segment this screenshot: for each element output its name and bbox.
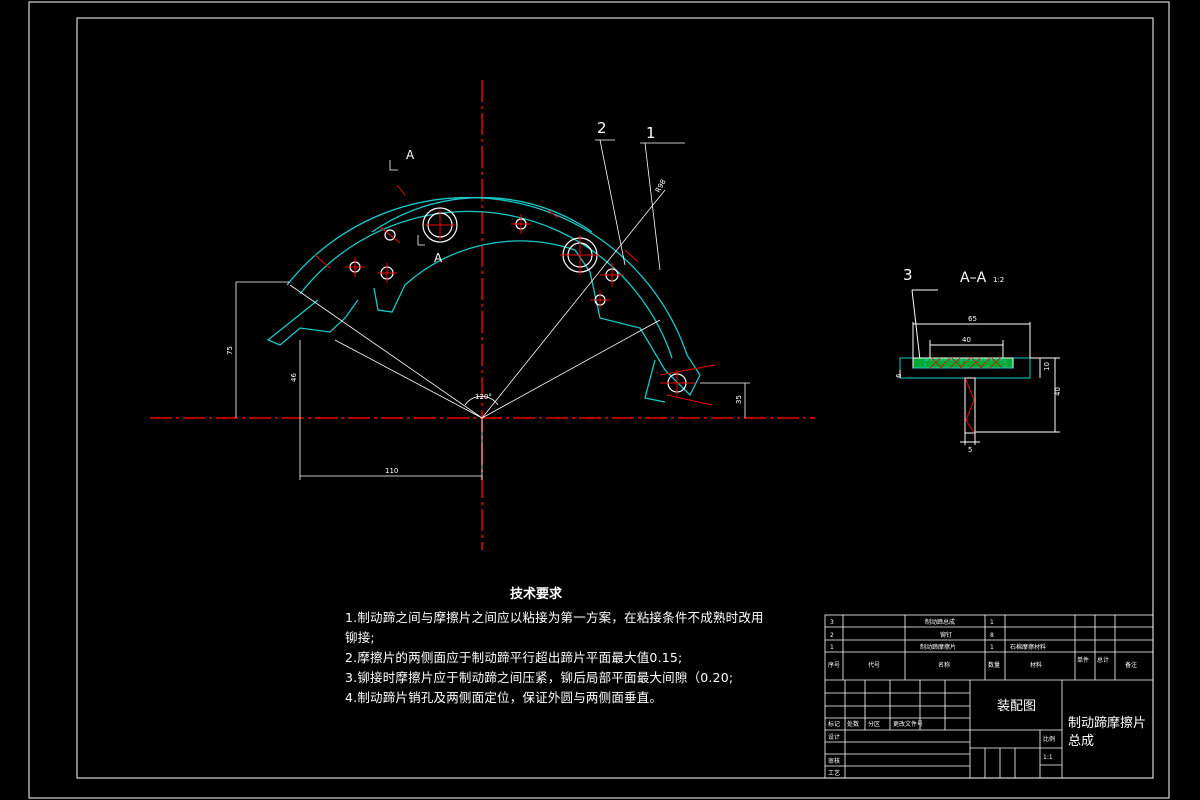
part-name-1: 制动蹄摩擦片 [1068, 715, 1146, 731]
hdr-code: 代号 [868, 661, 880, 669]
dim-angle: 120° [475, 393, 492, 401]
row-count: 处数 [847, 720, 859, 728]
dim-6: 6 [895, 373, 903, 378]
hole-centermarks [314, 184, 716, 406]
row-mark: 标记 [828, 720, 840, 728]
bom-name-1: 制动蹄摩擦片 [920, 643, 956, 651]
dim-radius: R98 [654, 178, 668, 194]
bom-no-2: 2 [830, 632, 834, 639]
bom-material-1: 石棉摩擦材料 [1010, 643, 1046, 651]
hdr-name: 名称 [938, 661, 950, 669]
dim-40h: 40 [1054, 387, 1062, 396]
section-view-scale: 1:2 [993, 276, 1004, 284]
title-block [824, 614, 1154, 779]
bom-name-3: 制动蹄总成 [925, 618, 955, 626]
requirement-4: 4.制动蹄片销孔及两侧面定位，保证外圆与两侧面垂直。 [345, 690, 663, 705]
row-design: 设计 [828, 733, 840, 741]
requirement-3: 3.铆接时摩擦片应于制动蹄之间压紧，铆后局部平面最大间隙（0.20; [345, 670, 734, 685]
bom-qty-3: 1 [990, 619, 994, 626]
center-lines [150, 80, 815, 550]
row-process: 工艺 [828, 769, 840, 777]
brake-shoe-view [266, 196, 701, 403]
scale-value: 1:1 [1043, 754, 1053, 761]
dim-40w: 40 [962, 336, 971, 344]
balloon-3: 3 [903, 266, 913, 284]
rivet-holes [349, 207, 687, 393]
bom-qty-2: 8 [990, 632, 994, 639]
bom-no-3: 3 [830, 619, 834, 626]
dim-10: 10 [1043, 362, 1051, 371]
hdr-unit: 单件 [1077, 656, 1089, 664]
requirement-2: 2.摩擦片的两侧面应于制动蹄平行超出蹄片平面最大值0.15; [345, 650, 683, 665]
part-name-2: 总成 [1068, 734, 1094, 749]
section-view-title: A–A [960, 270, 987, 286]
dim-75: 75 [226, 346, 234, 355]
requirement-1-cont: 铆接; [345, 630, 375, 645]
title-block-texts: 3 制动蹄总成 1 2 铆钉 8 1 制动蹄摩擦片 1 石棉摩擦材料 序号 代号… [828, 618, 1137, 777]
drawing-type: 装配图 [997, 699, 1036, 714]
section-hatch [929, 357, 1003, 369]
part-balloons: 2 1 3 A A A–A 1:2 [406, 119, 1004, 286]
section-mark-bottom: A [434, 251, 443, 265]
row-doc: 更改文件号 [893, 720, 923, 728]
dim-65: 65 [968, 315, 977, 323]
dimension-texts: 75 46 110 35 120° R98 65 40 10 40 6 5 [226, 178, 1062, 475]
section-mark-top: A [406, 148, 415, 162]
scale-label: 比例 [1043, 735, 1055, 743]
dim-46: 46 [290, 373, 298, 382]
row-zone: 分区 [868, 720, 880, 728]
bom-no-1: 1 [830, 644, 834, 651]
requirement-1: 1.制动蹄之间与摩擦片之间应以粘接为第一方案，在粘接条件不成熟时改用 [345, 610, 764, 625]
section-view [899, 289, 1060, 445]
dim-35: 35 [735, 395, 743, 404]
balloon-2: 2 [597, 119, 607, 137]
outer-border [28, 1, 1170, 799]
hdr-total: 总计 [1097, 656, 1109, 664]
requirements-title: 技术要求 [510, 587, 563, 602]
dim-5: 5 [968, 446, 972, 454]
bom-name-2: 铆钉 [940, 631, 952, 639]
bom-qty-1: 1 [990, 644, 994, 651]
hdr-material: 材料 [1030, 661, 1042, 669]
dim-110: 110 [385, 467, 398, 475]
row-review: 审核 [828, 757, 840, 765]
balloon-1: 1 [646, 124, 656, 142]
inner-border [76, 17, 1154, 779]
construction-lines [235, 139, 750, 480]
hdr-qty: 数量 [988, 661, 1000, 669]
hdr-no: 序号 [828, 661, 840, 669]
hdr-remark: 备注 [1125, 661, 1137, 669]
